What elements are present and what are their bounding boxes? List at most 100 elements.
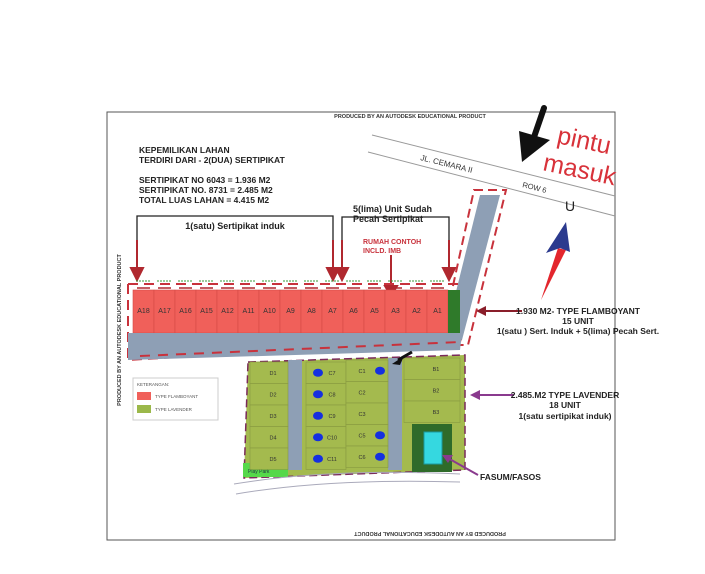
flamboyant-info: 1.930 M2- TYPE FLAMBOYANT 15 UNIT 1(satu… <box>497 306 659 336</box>
flamboyant-area: 1.930 M2- TYPE FLAMBOYANT <box>516 306 641 316</box>
legend-swatch-flamboyant <box>137 392 151 400</box>
tree-marker <box>375 431 385 440</box>
lot-c7: C7 <box>305 361 347 384</box>
lot-label: A10 <box>263 308 276 315</box>
legend: KETERANGAN: TYPE FLAMBOYANT TYPE LAVENDE… <box>132 377 219 421</box>
lot-d1: D1 <box>249 361 289 384</box>
tree-marker <box>313 390 323 399</box>
lot-a3: A3 <box>384 289 407 334</box>
inner-road-1 <box>288 360 302 470</box>
lot-c10: C10 <box>305 426 347 449</box>
certificate-2: SERTIPIKAT NO. 8731 = 2.485 M2 <box>139 185 273 195</box>
watermark-top: PRODUCED BY AN AUTODESK EDUCATIONAL PROD… <box>334 114 486 120</box>
lot-a17: A17 <box>153 289 176 334</box>
main-road <box>128 333 462 360</box>
lot-label: A15 <box>200 308 213 315</box>
watermark-left: PRODUCED BY AN AUTODESK EDUCATIONAL PROD… <box>117 254 123 406</box>
jl-cemara-road <box>367 134 616 217</box>
flamboyant-certs: 1(satu ) Sert. Induk + 5(lima) Pecah Ser… <box>497 326 659 336</box>
lavender-info: 2.485.M2 TYPE LAVENDER 18 UNIT 1(satu se… <box>511 390 620 421</box>
lot-label: A2 <box>412 308 421 315</box>
certificate-1: SERTIPIKAT NO 6043 = 1.936 M2 <box>139 175 271 185</box>
lot-label: D1 <box>269 371 276 377</box>
tree-marker <box>313 454 323 463</box>
lot-c1: C1 <box>345 359 389 382</box>
drawing-frame <box>106 111 616 541</box>
inner-road-2 <box>388 358 402 470</box>
lot-c11: C11 <box>305 447 347 470</box>
lot-b3: B3 <box>403 400 461 423</box>
lot-d3: D3 <box>249 404 289 427</box>
lot-a1: A1 <box>426 289 449 334</box>
lot-label: B2 <box>433 388 440 394</box>
lot-a2: A2 <box>405 289 428 334</box>
ownership-title: KEPEMILIKAN LAHAN <box>139 145 230 155</box>
lot-label: C2 <box>358 390 365 396</box>
road-name: JL. CEMARA II <box>420 153 474 175</box>
lot-label: C10 <box>327 435 337 441</box>
watermark-bottom: PRODUCED BY AN AUTODESK EDUCATIONAL PROD… <box>354 530 506 536</box>
bottom-road-1 <box>233 471 461 485</box>
induk-label: 1(satu) Sertipikat induk <box>185 221 286 231</box>
rumah-contoh-1: RUMAH CONTOH <box>363 239 421 246</box>
lot-a12: A12 <box>216 289 239 334</box>
legend-label-flamboyant: TYPE FLAMBOYANT <box>155 394 198 399</box>
lavender-callout-arrow <box>470 390 514 400</box>
lot-shape <box>305 447 347 470</box>
lot-label: C3 <box>358 412 365 418</box>
bottom-road-2 <box>235 480 461 495</box>
lot-label: C5 <box>358 433 365 439</box>
flamboyant-units: 15 UNIT <box>562 316 594 326</box>
tree-marker <box>313 368 323 377</box>
fasum-callout-arrow <box>442 455 479 476</box>
legend-swatch-lavender <box>137 405 151 413</box>
lot-d5: D5 <box>249 447 289 470</box>
lot-label: D2 <box>269 392 276 398</box>
lot-shape <box>345 402 389 425</box>
pecah-label-1: 5(lima) Unit Sudah <box>353 204 432 214</box>
ownership-info: KEPEMILIKAN LAHAN TERDIRI DARI - 2(DUA) … <box>139 145 286 205</box>
lot-label: A1 <box>433 308 442 315</box>
tree-marker <box>313 411 323 420</box>
fasum-pool <box>423 431 443 465</box>
lot-shape <box>249 447 289 470</box>
lot-d2: D2 <box>249 383 289 406</box>
lot-c5: C5 <box>345 424 389 447</box>
flamboyant-callout-arrow <box>476 306 522 316</box>
lot-label: A18 <box>137 308 150 315</box>
lot-label: C11 <box>327 457 337 463</box>
lot-label: A7 <box>328 308 337 315</box>
lot-label: A3 <box>391 308 400 315</box>
lot-shape <box>305 404 347 427</box>
north-arrow-icon <box>541 222 570 300</box>
lot-c8: C8 <box>305 383 347 406</box>
total-area: TOTAL LUAS LAHAN = 4.415 M2 <box>139 195 269 205</box>
tree-marker <box>375 452 385 461</box>
lot-label: C8 <box>328 392 335 398</box>
lot-label: A11 <box>243 308 255 315</box>
lot-label: D5 <box>269 457 276 463</box>
lot-label: A16 <box>179 308 192 315</box>
lot-b2: B2 <box>403 379 461 402</box>
tree-marker <box>375 366 385 375</box>
legend-label-lavender: TYPE LAVENDER <box>155 407 193 412</box>
lot-label: B3 <box>433 410 440 416</box>
pecah-label-2: Pecah Sertipikat <box>353 214 423 224</box>
lot-label: A12 <box>221 308 234 315</box>
lot-label: A9 <box>286 308 295 315</box>
play-park-label: Play Park <box>248 469 270 475</box>
lot-a6: A6 <box>342 289 365 334</box>
lot-shape <box>403 400 461 423</box>
lot-a11: A11 <box>237 289 260 334</box>
lot-label: C9 <box>328 414 335 420</box>
lavender-units: 18 UNIT <box>549 400 581 410</box>
lot-c2: C2 <box>345 381 389 404</box>
entrance-arrow-icon <box>519 105 550 162</box>
fasum-label: FASUM/FASOS <box>480 472 541 482</box>
lot-label: A8 <box>307 308 316 315</box>
lot-shape <box>345 445 389 468</box>
north-label: U <box>565 198 575 214</box>
dimension-marks <box>136 280 445 289</box>
